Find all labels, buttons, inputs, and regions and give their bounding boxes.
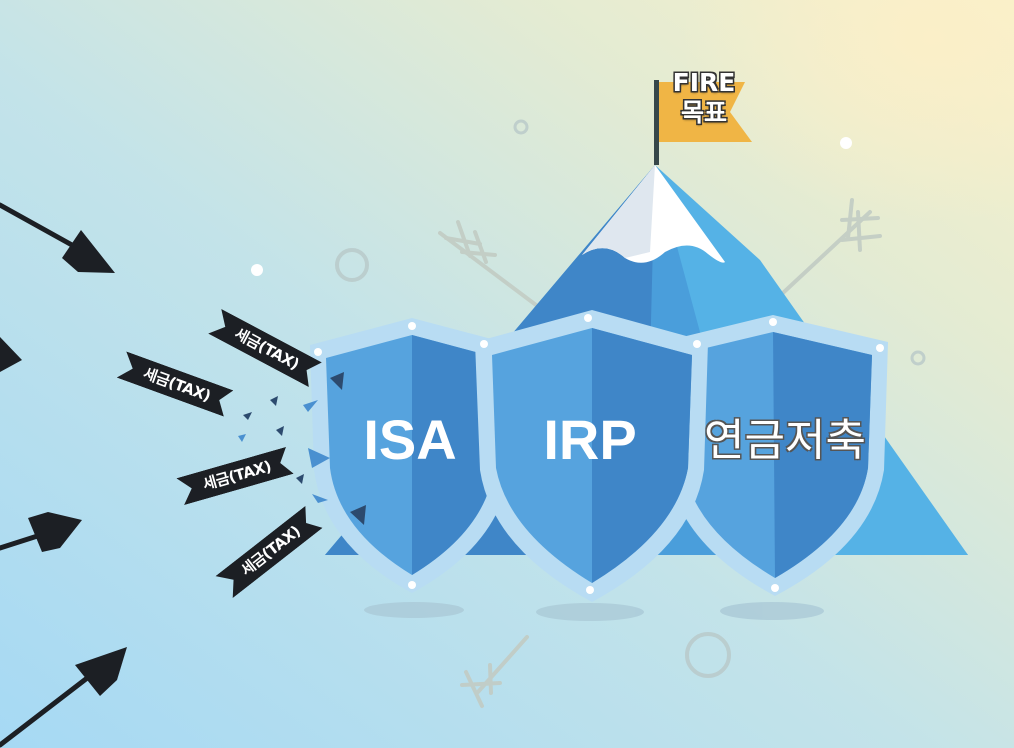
- decorative-dot-icon: [251, 137, 852, 276]
- incoming-arrow-icons: [0, 202, 127, 748]
- deflected-shard-icons: [238, 372, 366, 525]
- shield-isa-icon: [310, 318, 514, 593]
- shield-isa-label: ISA: [363, 408, 457, 471]
- goal-flag-icon: [654, 80, 752, 165]
- shield-irp-icon: [475, 310, 708, 602]
- shield-pension-savings-icon: [668, 315, 888, 596]
- shield-irp-label: IRP: [543, 408, 637, 471]
- goal-flag-label: FIRE 목표: [664, 68, 744, 128]
- shield-shadows: [364, 602, 824, 621]
- faint-arrow-icon: [438, 198, 882, 708]
- goal-flag-line1: FIRE: [672, 68, 736, 97]
- decorative-ring-icon: [335, 248, 731, 678]
- shield-pension-savings-label: 연금저축: [704, 415, 866, 466]
- goal-flag-line2: 목표: [680, 98, 727, 127]
- decorative-small-ring-icon: [513, 119, 926, 366]
